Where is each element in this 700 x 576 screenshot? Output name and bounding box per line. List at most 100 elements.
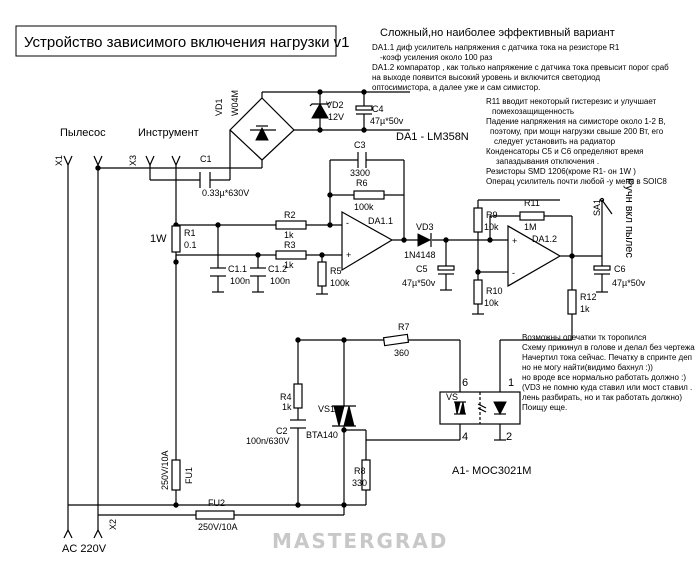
note-line: Возможны опечатки тк торопился xyxy=(522,333,646,342)
note-line: Резисторы SMD 1206(кроме R1- он 1W ) xyxy=(486,167,636,176)
resistor-r12: R12 1k xyxy=(567,289,597,315)
r1-label: R1 xyxy=(184,228,196,238)
c4-label: C4 xyxy=(372,104,384,114)
diode-vd3: VD3 1N4148 xyxy=(404,222,436,260)
fuse-fu2: FU2 250V/10A xyxy=(195,498,238,532)
r12-value: 1k xyxy=(580,304,590,314)
c1-value: 0.33µ*630V xyxy=(202,188,249,198)
capacitor-c1-1: C1.1 100n xyxy=(210,264,250,286)
pin1: 1 xyxy=(508,377,514,389)
note-line: лень разбирать, но и так работать должно… xyxy=(522,393,682,402)
connector-x1: X1 Пылесос xyxy=(54,127,106,167)
notes-bottom: Возможны опечатки тк торопился Схему при… xyxy=(522,333,695,412)
note-line: Падение напряжения на симисторе около 1-… xyxy=(486,117,666,126)
vacuum-label: Пылесос xyxy=(60,127,106,139)
note-line: DA1.1 диф усилитель напряжения с датчика… xyxy=(372,43,620,52)
vd1-label: VD1 xyxy=(214,98,224,116)
vs1-value: BTA140 xyxy=(306,430,338,440)
resistor-r6: R6 100k xyxy=(353,178,385,212)
resistor-r11: R11 1M xyxy=(519,198,545,232)
wires xyxy=(67,91,603,530)
opamp-minus: - xyxy=(346,218,349,228)
c12-value: 100n xyxy=(270,276,290,286)
c3-value: 3300 xyxy=(350,168,370,178)
vd1-value: W04M xyxy=(230,90,240,116)
r9-label: R9 xyxy=(486,210,498,220)
watermark: MASTERGRAD xyxy=(272,529,448,553)
note-line: -коэф усиления около 100 раз xyxy=(380,53,493,62)
r7-value: 360 xyxy=(394,348,409,358)
r5-label: R5 xyxy=(330,266,342,276)
capacitor-c6: C6 47µ*50v xyxy=(593,264,646,288)
r10-label: R10 xyxy=(486,286,503,296)
pin2: 2 xyxy=(506,431,512,443)
capacitor-c4: C4 47µ*50v xyxy=(355,104,404,126)
c3-label: C3 xyxy=(354,140,366,150)
ac-label: AC 220V xyxy=(62,543,107,555)
capacitor-c1-2: C1.2 100n xyxy=(250,264,290,286)
resistor-r3: R3 1k xyxy=(275,240,307,270)
da11-label: DA1.1 xyxy=(368,216,393,226)
notes-right: R11 вводит некоторый гистерезис и улучша… xyxy=(486,97,667,186)
ground-symbols xyxy=(212,289,608,441)
r8-label: R8 xyxy=(354,466,366,476)
note-line: но вроде все нормально работать должно :… xyxy=(522,373,686,382)
r1-power: 1W xyxy=(150,233,167,245)
resistor-r2: R2 1k xyxy=(275,210,307,240)
x1-label: X1 xyxy=(54,155,64,166)
capacitor-c5: C5 47µ*50v xyxy=(402,264,455,288)
resistor-r8: R8 330 xyxy=(352,459,371,491)
da1-label: DA1 - LM358N xyxy=(396,131,469,143)
c6-label: C6 xyxy=(614,264,626,274)
sa1-label: SA1 xyxy=(592,199,602,216)
r3-value: 1k xyxy=(284,260,294,270)
a1-label: A1- MOC3021M xyxy=(452,465,531,477)
r7-label: R7 xyxy=(398,322,410,332)
note-line: следует установить на радиатор xyxy=(494,137,616,146)
r9-value: 10k xyxy=(484,222,499,232)
switch-sa1: SA1 Ручн вкл пылес xyxy=(592,178,635,258)
r2-value: 1k xyxy=(284,230,294,240)
r1-value: 0.1 xyxy=(184,240,197,250)
r10-value: 10k xyxy=(484,298,499,308)
diagram-title: Устройство зависимого включения нагрузки… xyxy=(24,34,349,51)
note-line: поэтому, при мощн нагрузки свыше 200 Вт,… xyxy=(490,127,664,136)
fu2-label: FU2 xyxy=(208,498,225,508)
c2-label: C2 xyxy=(276,426,288,436)
opamp-da1-2: + - DA1.2 xyxy=(507,224,562,288)
x3-label: X3 xyxy=(128,155,138,166)
vd2-value: 12V xyxy=(328,112,344,122)
r11-label: R11 xyxy=(524,198,540,208)
subtitle: Сложный,но наиболее эффективный вариант xyxy=(380,27,615,39)
capacitor-c1: C1 0.33µ*630V xyxy=(199,154,249,198)
opamp-da1-1: - + DA1.1 xyxy=(341,210,394,272)
note-line: помехозащищенность xyxy=(492,107,574,116)
fu1-label: FU1 xyxy=(184,467,194,484)
resistor-r4: R4 1k xyxy=(280,383,303,412)
c5-label: C5 xyxy=(416,264,428,274)
c5-value: 47µ*50v xyxy=(402,278,436,288)
r6-label: R6 xyxy=(356,178,368,188)
bridge-vd1: VD1 W04M xyxy=(214,90,295,161)
r4-value: 1k xyxy=(282,402,292,412)
note-line: Конденсаторы С5 и С6 определяют время xyxy=(486,147,643,156)
c2-value: 100n/630V xyxy=(246,436,290,446)
triac-vs1: VS1 BTA140 xyxy=(306,396,356,440)
note-line: Операц усилитель почти любой -у меня в S… xyxy=(486,177,667,186)
r11-value: 1M xyxy=(524,222,537,232)
c12-label: C1.2 xyxy=(268,264,287,274)
note-line: Поищу еще. xyxy=(522,403,567,412)
vs1-label: VS1 xyxy=(318,404,335,414)
resistor-r9: R9 10k xyxy=(473,207,499,233)
opamp-plus: + xyxy=(346,250,351,260)
resistor-r5: R5 100k xyxy=(317,261,350,288)
c4-value: 47µ*50v xyxy=(370,116,404,126)
resistor-r7: R7 360 xyxy=(382,322,410,358)
note-line: (VD3 не помню куда ставил или мост стави… xyxy=(522,383,692,392)
title-frame xyxy=(15,25,337,57)
fuse-fu1: 250V/10A FU1 xyxy=(160,450,194,491)
note-line: на выходе появится высокий уровень и вкл… xyxy=(372,73,600,82)
vd3-value: 1N4148 xyxy=(404,250,436,260)
vd2-label: VD2 xyxy=(326,100,344,110)
pin6: 6 xyxy=(462,377,468,389)
